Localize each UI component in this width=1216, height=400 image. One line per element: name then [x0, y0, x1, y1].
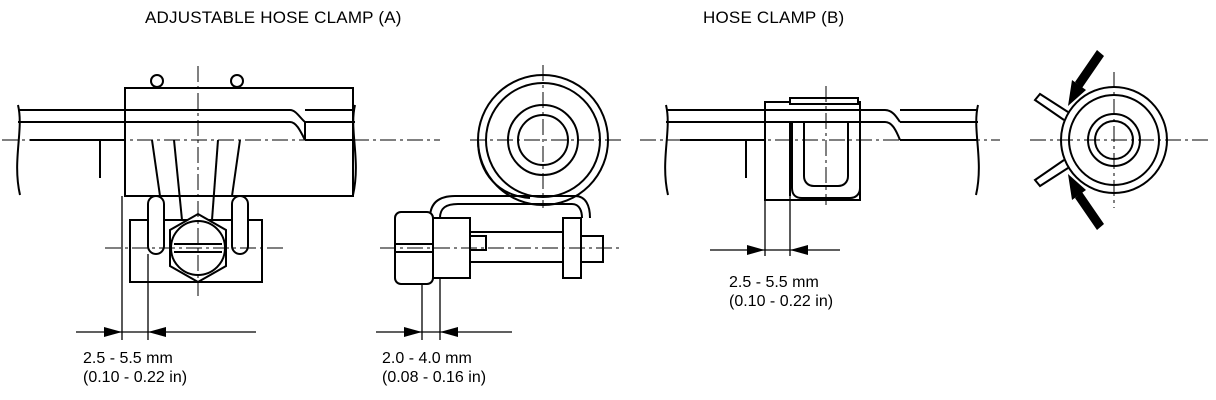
title-hose-clamp-b: HOSE CLAMP (B)	[703, 8, 845, 27]
dimension-clamp-a-end: 2.0 - 4.0 mm (0.08 - 0.16 in)	[382, 349, 486, 387]
dimension-metric: 2.5 - 5.5 mm	[83, 350, 173, 367]
dimension-imperial: (0.08 - 0.16 in)	[382, 369, 487, 386]
dimension-imperial: (0.10 - 0.22 in)	[83, 369, 188, 386]
title-adjustable-hose-clamp-a: ADJUSTABLE HOSE CLAMP (A)	[145, 8, 402, 27]
clamp-b-side-view	[664, 97, 980, 256]
dimension-metric: 2.0 - 4.0 mm	[382, 350, 472, 367]
dimension-imperial: (0.10 - 0.22 in)	[729, 293, 834, 310]
dimension-metric: 2.5 - 5.5 mm	[729, 274, 819, 291]
clamp-a-end-view	[376, 74, 609, 340]
dimension-clamp-b-side: 2.5 - 5.5 mm (0.10 - 0.22 in)	[729, 273, 833, 311]
clamp-a-side-view	[16, 74, 357, 340]
dimension-clamp-a-side: 2.5 - 5.5 mm (0.10 - 0.22 in)	[83, 349, 187, 387]
center-lines	[2, 65, 1210, 296]
